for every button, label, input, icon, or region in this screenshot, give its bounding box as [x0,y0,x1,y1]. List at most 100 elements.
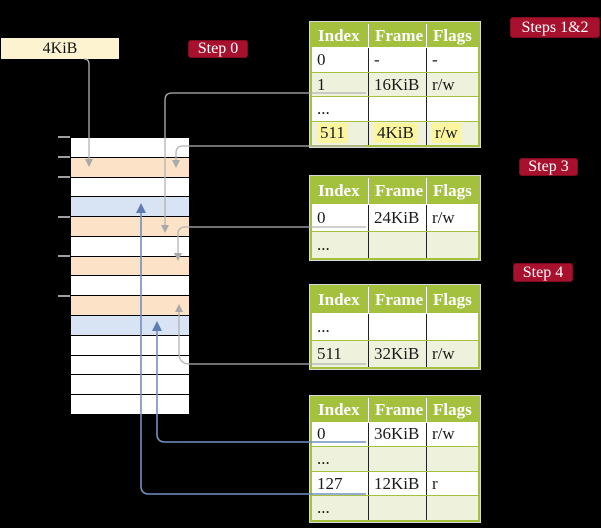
frame-value: 16KiB [374,74,420,94]
cell-index: 511 [312,122,368,145]
cell-frame: 4KiB [368,121,426,146]
badge-step-0: Step 0 [188,40,248,58]
column-header-frame: Frame [368,24,426,48]
badge-step-3: Step 3 [519,158,578,176]
table-row-ellipsis: ... [312,96,478,121]
memory-frame-row [71,217,189,237]
memory-frame-row [71,177,189,198]
index-value: 127 [317,473,343,493]
frame-value: 4KiB [374,123,417,144]
index-value: 0 [317,424,326,444]
column-header-flags: Flags [426,398,478,422]
cell-flags [426,496,478,520]
arrow-4kib-mapping [175,145,366,160]
column-header-index: Index [318,399,360,419]
flags-value: r/w [432,424,455,444]
index-value: 511 [317,344,342,363]
cell-frame [368,496,426,520]
address-tick [58,216,70,218]
cell-frame: 32KiB [368,341,426,367]
table-row: 127 12KiB r [312,470,478,496]
cell-flags [426,97,478,121]
index-value: 1 [317,74,326,94]
cell-flags: - [426,48,478,72]
page-table-step-4: Index Frame Flags ... 511 32KiB r/w [310,285,480,369]
table-row: 0 - - [312,48,478,72]
address-tick [58,156,70,158]
cell-frame [368,314,426,340]
table-row-ellipsis: ... [312,314,478,340]
cell-flags: r/w [426,121,478,146]
memory-frame-row [71,355,189,376]
frame-value: 36KiB [374,424,420,444]
table-header-row: Index Frame Flags [312,287,478,314]
index-value: ... [317,448,330,468]
index-value: ... [317,98,330,118]
cell-flags: r/w [426,205,478,231]
memory-frame-row [71,138,189,158]
badge-steps-1-2: Steps 1&2 [510,17,600,38]
column-header-flags: Flags [426,24,478,48]
page-table-steps-1-2: Index Frame Flags 0 - - 1 16KiB r/w ... … [310,22,480,147]
cell-frame [368,97,426,121]
cell-frame: 16KiB [368,72,426,97]
table-header-row: Index Frame Flags [312,24,478,49]
address-tick [58,255,70,257]
table-row: 511 32KiB r/w [312,340,478,367]
index-value: ... [317,317,330,336]
cell-index: 0 [312,205,368,231]
cell-index: ... [312,97,368,120]
cell-flags [426,447,478,471]
page-table-step-3: Index Frame Flags 0 24KiB r/w ... [310,176,480,260]
cell-index: ... [312,314,368,340]
cell-flags: r/w [426,72,478,97]
cell-frame: 12KiB [368,471,426,496]
table-row-ellipsis: ... [312,495,478,520]
index-value: 0 [317,50,326,70]
frame-size-label: 4KiB [42,39,78,57]
table-header-row: Index Frame Flags [312,398,478,423]
cell-frame: 36KiB [368,422,426,447]
flags-value: r/w [432,74,455,94]
cell-frame: 24KiB [368,205,426,231]
table-row-highlighted: 511 4KiB r/w [312,120,478,146]
memory-frame-row [71,236,189,257]
cell-flags: r/w [426,422,478,447]
memory-frame-row [71,316,189,336]
table-row: 1 16KiB r/w [312,71,478,97]
table-row-ellipsis: ... [312,446,478,471]
flags-value: r/w [432,123,461,144]
column-header-flags: Flags [426,178,478,204]
cell-frame [368,447,426,471]
index-value: ... [317,498,330,518]
table-row-ellipsis: ... [312,231,478,258]
column-header-index: Index [318,25,360,45]
cell-index: 127 [312,472,368,496]
memory-frame-row [71,296,189,317]
address-tick [58,176,70,178]
address-tick [58,136,70,138]
table-row: 0 24KiB r/w [312,205,478,231]
cell-index: ... [312,232,368,258]
physical-memory-column [70,137,190,415]
cell-index: 0 [312,48,368,71]
cell-flags [426,232,478,258]
frame-value: 12KiB [374,473,420,493]
frame-value: - [374,50,380,70]
table-header-row: Index Frame Flags [312,178,478,205]
cell-flags [426,314,478,340]
memory-frame-row [71,256,189,277]
page-table-final: Index Frame Flags 0 36KiB r/w ... 127 12… [310,396,480,522]
index-value: 0 [317,208,326,227]
address-tick [58,295,70,297]
column-header-index: Index [318,181,360,200]
index-value: ... [317,235,330,254]
cell-index: ... [312,447,368,471]
column-header-frame: Frame [368,287,426,313]
frame-value: 24KiB [374,208,420,227]
cell-frame: - [368,48,426,72]
memory-frame-row [71,157,189,178]
column-header-flags: Flags [426,287,478,313]
cell-index: 0 [312,423,368,447]
memory-frame-row [71,375,189,396]
